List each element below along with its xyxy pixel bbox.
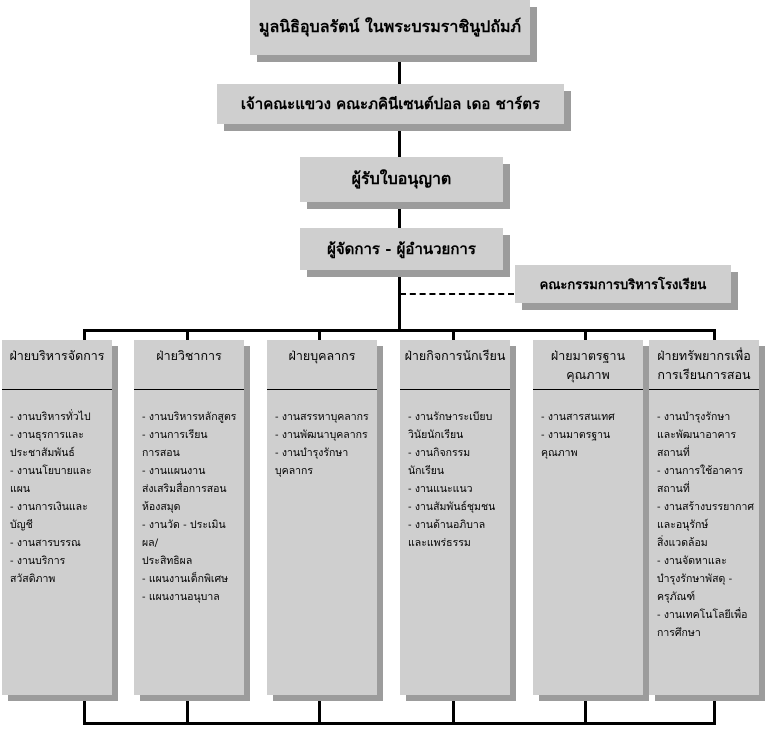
task-item: และแพร่ธรรม	[408, 537, 471, 549]
task-item: นักเรียน	[408, 465, 445, 477]
task-item: สถานที่	[657, 483, 690, 495]
department-column-administration: ฝ่ายบริหารจัดการ - งานบริหารทั่วไป - งานธ…	[2, 340, 112, 695]
department-task-list: - งานบริหารหลักสูตร - งานการเรียนการสอน - …	[134, 390, 244, 606]
department-column-quality-standards: ฝ่ายมาตรฐาน คุณภาพ - งานสารสนเทศ - งานมาต…	[533, 340, 643, 695]
department-title: ฝ่ายบุคลากร	[267, 340, 377, 390]
task-item: - งานนโยบายและแผน	[10, 465, 92, 495]
task-item: - งานสัมพันธ์ชุมชน	[408, 501, 496, 513]
task-item: การสอน	[142, 447, 180, 459]
task-item: - งานสรรหาบุคลากร	[275, 411, 369, 423]
department-task-list: - งานรักษาระเบียบวินัยนักเรียน - งานกิจกร…	[400, 390, 510, 552]
department-title: ฝ่ายวิชาการ	[134, 340, 244, 390]
task-item: - งานบำรุงรักษา	[275, 447, 349, 459]
task-item: - งานธุรการและ	[10, 429, 84, 441]
task-item: - งานมาตรฐาน	[541, 429, 611, 441]
task-item: - งานบำรุงรักษา	[657, 411, 731, 423]
department-column-learning-resources: ฝ่ายทรัพยากรเพื่อ การเรียนการสอน - งานบำ…	[649, 340, 759, 695]
task-item: บุคลากร	[275, 465, 314, 477]
task-item: - งานสารบรรณ	[10, 537, 81, 549]
department-title: ฝ่ายมาตรฐาน คุณภาพ	[533, 340, 643, 390]
task-item: สิ่งแวดล้อม	[657, 537, 708, 549]
department-column-personnel: ฝ่ายบุคลากร - งานสรรหาบุคลากร - งานพัฒนาบ…	[267, 340, 377, 695]
department-task-list: - งานบำรุงรักษาและพัฒนาอาคารสถานที่ - งาน…	[649, 390, 759, 642]
horizontal-bus-bottom	[83, 722, 716, 725]
task-item: - งานการเรียน	[142, 429, 208, 441]
task-item: - แผนงานเด็กพิเศษ	[142, 573, 229, 585]
department-task-list: - งานสารสนเทศ - งานมาตรฐานคุณภาพ	[533, 390, 643, 462]
task-item: ประสิทธิผล	[142, 555, 193, 567]
task-item: - งานด้านอภิบาล	[408, 519, 486, 531]
task-item: - งานบริหารหลักสูตร	[142, 411, 237, 423]
task-item: ครุภัณฑ์	[657, 591, 696, 603]
task-item: - งานรักษาระเบียบ	[408, 411, 493, 423]
task-item: และอนุรักษ์	[657, 519, 709, 531]
department-title: ฝ่ายกิจการนักเรียน	[400, 340, 510, 390]
department-task-list: - งานบริหารทั่วไป - งานธุรการและประชาสัมพ…	[2, 390, 112, 588]
task-item: ห้องสมุด	[142, 501, 181, 513]
task-item: วินัยนักเรียน	[408, 429, 464, 441]
task-item: - งานบริหารทั่วไป	[10, 411, 91, 423]
task-item: - แผนงานอนุบาล	[142, 591, 220, 603]
school-committee-box: คณะกรรมการบริหารโรงเรียน	[515, 265, 731, 303]
task-item: - งานการเงินและบัญชี	[10, 501, 88, 531]
licensee-box: ผู้รับใบอนุญาต	[300, 157, 503, 202]
task-item: - งานบริการสวัสดิภาพ	[10, 555, 66, 585]
department-task-list: - งานสรรหาบุคลากร - งานพัฒนาบุคลากร - งานบ…	[267, 390, 377, 480]
horizontal-bus-top	[83, 329, 716, 332]
task-item: การศึกษา	[657, 627, 701, 639]
task-item: บำรุงรักษาพัสดุ -	[657, 573, 733, 585]
task-item: ส่งเสริมสื่อการสอน	[142, 483, 227, 495]
department-column-academic: ฝ่ายวิชาการ - งานบริหารหลักสูตร - งานการเ…	[134, 340, 244, 695]
task-item: - งานแผนงาน	[142, 465, 206, 477]
task-item: - งานจัดหาและ	[657, 555, 727, 567]
task-item: - งานพัฒนาบุคลากร	[275, 429, 368, 441]
task-item: คุณภาพ	[541, 447, 578, 459]
task-item: - งานวัด - ประเมินผล/	[142, 519, 226, 549]
task-item: - งานสร้างบรรยากาศ	[657, 501, 755, 513]
task-item: สถานที่	[657, 447, 690, 459]
task-item: - งานสารสนเทศ	[541, 411, 615, 423]
task-item: ประชาสัมพันธ์	[10, 447, 75, 459]
department-title: ฝ่ายบริหารจัดการ	[2, 340, 112, 390]
task-item: และพัฒนาอาคาร	[657, 429, 737, 441]
task-item: - งานเทคโนโลยีเพื่อ	[657, 609, 748, 621]
manager-director-box: ผู้จัดการ - ผู้อำนวยการ	[300, 228, 503, 270]
task-item: - งานแนะแนว	[408, 483, 473, 495]
department-title: ฝ่ายทรัพยากรเพื่อ การเรียนการสอน	[649, 340, 759, 390]
task-item: - งานการใช้อาคาร	[657, 465, 743, 477]
foundation-box: มูลนิธิอุบลรัตน์ ในพระบรมราชินูปถัมภ์	[250, 0, 530, 55]
committee-dashed-link	[400, 293, 514, 295]
provincial-superior-box: เจ้าคณะแขวง คณะภคินีเซนต์ปอล เดอ ชาร์ตร	[217, 84, 564, 124]
task-item: - งานกิจกรรม	[408, 447, 471, 459]
department-column-student-affairs: ฝ่ายกิจการนักเรียน - งานรักษาระเบียบวินั…	[400, 340, 510, 695]
